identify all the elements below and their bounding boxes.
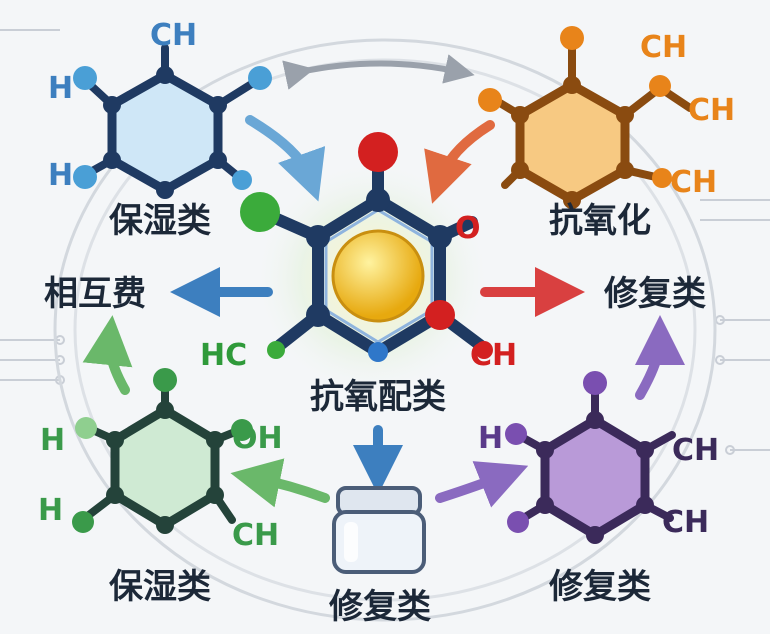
tl-atom-left-lower: H	[48, 158, 73, 193]
arrow-br-up	[634, 315, 685, 400]
tr-label: 抗氧化	[549, 201, 651, 241]
tr-atom-right-mid: CH	[688, 93, 735, 128]
arrow-top-double	[282, 54, 475, 90]
molecule-top-right: CH CH CH 抗氧化	[478, 26, 735, 241]
center-atom-left: HC	[200, 338, 247, 373]
arrow-tr-to-center	[424, 120, 495, 204]
br-label: 修复类	[548, 567, 651, 607]
center-molecule: O HC CH 抗氧配类	[200, 132, 517, 417]
bl-atom-left-lower: H	[38, 493, 63, 528]
molecule-top-left: CH H H 保湿类	[48, 18, 272, 241]
flow-arrows	[82, 54, 685, 508]
side-label-right: 修复类	[603, 274, 706, 314]
arrow-bl-up	[82, 315, 133, 395]
chlorine-atom	[240, 192, 280, 232]
center-core-sphere	[331, 229, 425, 323]
br-atom-left: H	[478, 421, 503, 456]
center-atom-top-right: O	[455, 211, 481, 246]
br-atom-right-lower: CH	[662, 505, 709, 540]
bl-atom-left-upper: H	[40, 423, 65, 458]
tl-atom-top: CH	[150, 18, 197, 53]
tr-atom-bottom: CH	[670, 165, 717, 200]
center-atom-right: CH	[470, 338, 517, 373]
cream-jar: 修复类	[328, 486, 431, 627]
arrow-tl-to-center	[245, 115, 326, 202]
bl-atom-right-lower: CH	[232, 518, 279, 553]
tl-label: 保湿类	[109, 201, 211, 241]
oxygen-atom	[358, 132, 398, 172]
tr-atom-top: CH	[640, 30, 687, 65]
bl-label: 保湿类	[109, 567, 211, 607]
molecule-bottom-right: H CH CH 修复类	[478, 371, 719, 607]
bl-atom-right-upper: OH	[232, 421, 283, 456]
side-label-left: 相互费	[44, 274, 146, 314]
arrow-jar-to-bl	[230, 458, 330, 508]
circuit-decoration	[0, 29, 770, 455]
center-label: 抗氧配类	[310, 377, 446, 417]
arrow-jar-to-br	[435, 461, 529, 508]
br-atom-right-upper: CH	[672, 433, 719, 468]
molecule-bottom-left: H H OH CH 保湿类	[38, 368, 283, 607]
tl-atom-left-upper: H	[48, 71, 73, 106]
jar-label: 修复类	[328, 587, 431, 627]
